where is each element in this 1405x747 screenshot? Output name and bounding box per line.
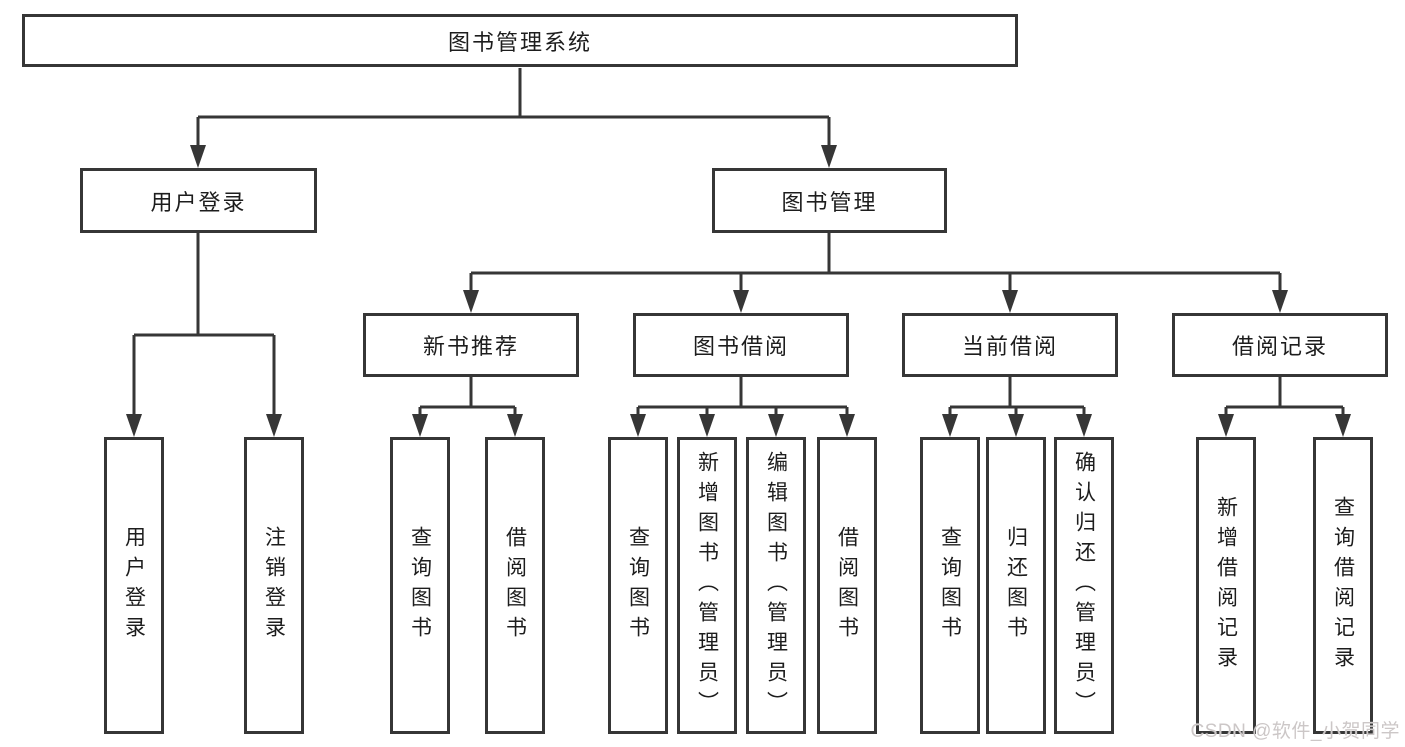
leaf-return-book-label: 归还图书 (1004, 525, 1028, 646)
node-current-borrow: 当前借阅 (902, 313, 1118, 377)
node-book-borrow: 图书借阅 (633, 313, 849, 377)
node-new-book-recommend-label: 新书推荐 (422, 334, 519, 359)
leaf-query-books-recommend: 查询图书 (390, 437, 450, 734)
leaf-query-borrow-record: 查询借阅记录 (1313, 437, 1373, 734)
node-user-login-label: 用户登录 (150, 189, 247, 215)
leaf-add-book-admin: 新增图书（管理员） (677, 437, 737, 734)
leaf-borrow-books-label: 借阅图书 (835, 525, 859, 646)
node-root-label: 图书管理系统 (447, 29, 592, 55)
leaf-user-login-label: 用户登录 (122, 525, 146, 646)
leaf-edit-book-admin: 编辑图书（管理员） (746, 437, 806, 734)
leaf-query-books-current: 查询图书 (920, 437, 980, 734)
node-root: 图书管理系统 (22, 14, 1018, 67)
leaf-return-book: 归还图书 (986, 437, 1046, 734)
node-user-login: 用户登录 (80, 168, 317, 233)
node-book-management: 图书管理 (712, 168, 947, 233)
leaf-edit-book-admin-label: 编辑图书（管理员） (764, 450, 788, 721)
leaf-borrow-books: 借阅图书 (817, 437, 877, 734)
leaf-add-borrow-record: 新增借阅记录 (1196, 437, 1256, 734)
node-borrow-records: 借阅记录 (1172, 313, 1388, 377)
node-new-book-recommend: 新书推荐 (363, 313, 579, 377)
leaf-query-books-recommend-label: 查询图书 (408, 525, 432, 646)
leaf-add-borrow-record-label: 新增借阅记录 (1214, 495, 1238, 676)
leaf-query-books-current-label: 查询图书 (938, 525, 962, 646)
node-current-borrow-label: 当前借阅 (961, 334, 1058, 359)
node-book-borrow-label: 图书借阅 (692, 334, 789, 359)
leaf-logout: 注销登录 (244, 437, 304, 734)
arrowheads (126, 145, 1351, 437)
leaf-borrow-books-recommend: 借阅图书 (485, 437, 545, 734)
leaf-logout-label: 注销登录 (262, 525, 286, 646)
leaf-query-borrow-record-label: 查询借阅记录 (1331, 495, 1355, 676)
leaf-borrow-books-recommend-label: 借阅图书 (503, 525, 527, 646)
node-borrow-records-label: 借阅记录 (1231, 334, 1328, 359)
leaf-confirm-return-admin-label: 确认归还（管理员） (1072, 450, 1096, 721)
leaf-query-books-borrow: 查询图书 (608, 437, 668, 734)
csdn-watermark: CSDN @软件_小贺同学 (1190, 721, 1400, 742)
leaf-add-book-admin-label: 新增图书（管理员） (695, 450, 719, 721)
tree-edges (132, 68, 1345, 416)
leaf-user-login: 用户登录 (104, 437, 164, 734)
leaf-confirm-return-admin: 确认归还（管理员） (1054, 437, 1114, 734)
node-book-management-label: 图书管理 (781, 189, 878, 215)
leaf-query-books-borrow-label: 查询图书 (626, 525, 650, 646)
